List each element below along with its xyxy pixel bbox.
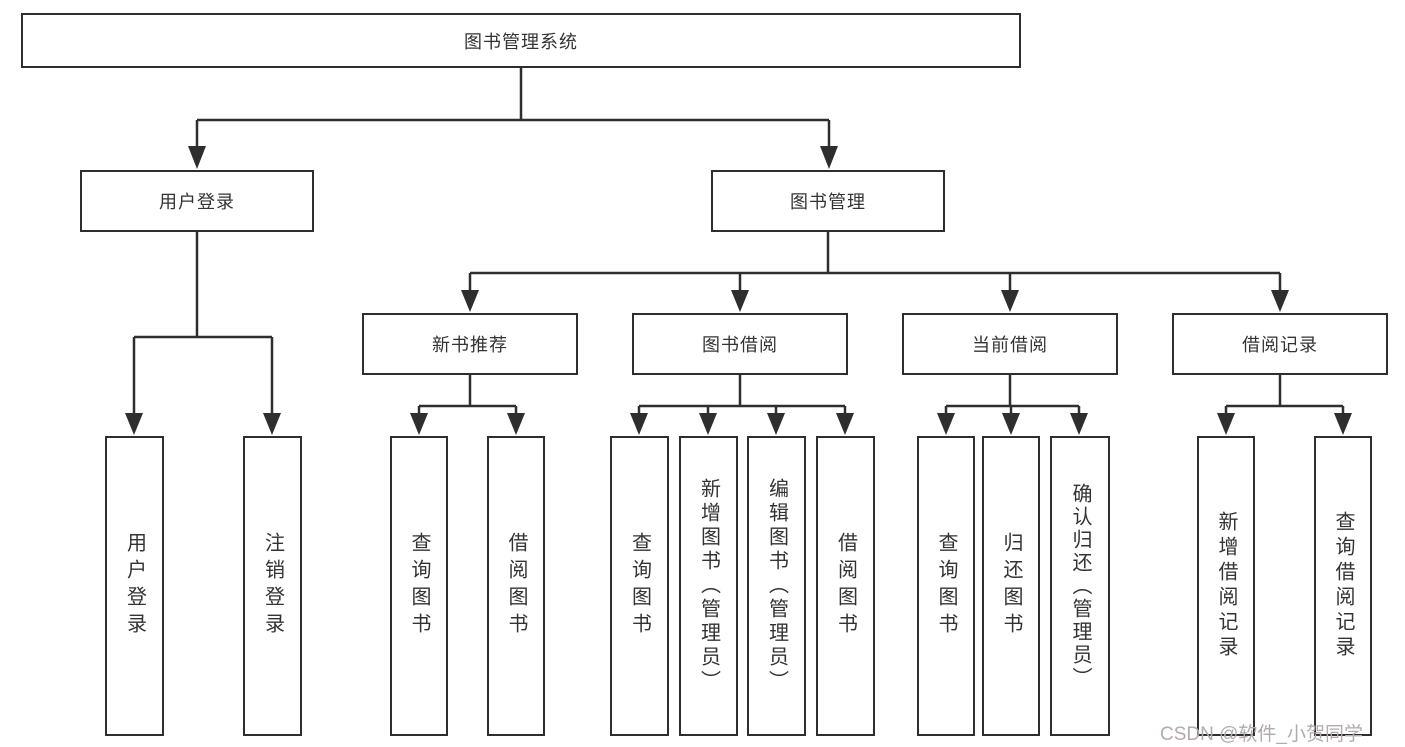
leaf-confirm-return-admin-label: 确认归还（管理员）: [1069, 482, 1091, 690]
leaf-add-book-admin: 新增图书（管理员）: [679, 436, 738, 736]
leaf-query-books-3: 查询图书: [917, 436, 975, 736]
node-borrow-records: 借阅记录: [1172, 313, 1388, 375]
leaf-return-books: 归还图书: [982, 436, 1040, 736]
leaf-query-borrow-record-label: 查询借阅记录: [1332, 511, 1354, 661]
node-user-login: 用户登录: [80, 170, 314, 232]
node-current-borrowing: 当前借阅: [902, 313, 1118, 375]
leaf-confirm-return-admin: 确认归还（管理员）: [1050, 436, 1110, 736]
node-user-login-label: 用户登录: [159, 192, 235, 212]
leaf-query-books-3-label: 查询图书: [935, 532, 957, 640]
leaf-edit-book-admin: 编辑图书（管理员）: [747, 436, 806, 736]
leaf-edit-book-admin-label: 编辑图书（管理员）: [765, 478, 788, 694]
leaf-borrow-books-2: 借阅图书: [816, 436, 875, 736]
leaf-logout-label: 注销登录: [261, 532, 284, 640]
node-book-borrowing-label: 图书借阅: [702, 335, 778, 355]
watermark-text: CSDN @软件_小贺同学: [1160, 724, 1363, 745]
node-root: 图书管理系统: [21, 13, 1021, 68]
leaf-user-login: 用户登录: [105, 436, 164, 736]
node-book-management-label: 图书管理: [790, 192, 866, 212]
leaf-borrow-books-1-label: 借阅图书: [505, 532, 527, 640]
node-new-book-recommend-label: 新书推荐: [432, 335, 508, 355]
node-book-management: 图书管理: [711, 170, 945, 232]
leaf-add-book-admin-label: 新增图书（管理员）: [697, 478, 720, 694]
node-new-book-recommend: 新书推荐: [362, 313, 578, 375]
node-borrow-records-label: 借阅记录: [1242, 335, 1318, 355]
leaf-borrow-books-1: 借阅图书: [487, 436, 545, 736]
leaf-add-borrow-record: 新增借阅记录: [1197, 436, 1255, 736]
leaf-return-books-label: 归还图书: [1000, 532, 1022, 640]
leaf-query-borrow-record: 查询借阅记录: [1314, 436, 1372, 736]
leaf-logout: 注销登录: [243, 436, 302, 736]
leaf-user-login-label: 用户登录: [123, 532, 146, 640]
node-book-borrowing: 图书借阅: [632, 313, 848, 375]
leaf-query-books-1-label: 查询图书: [408, 532, 430, 640]
node-root-label: 图书管理系统: [464, 31, 578, 52]
leaf-query-books-2-label: 查询图书: [628, 532, 651, 640]
leaf-borrow-books-2-label: 借阅图书: [834, 532, 857, 640]
leaf-add-borrow-record-label: 新增借阅记录: [1215, 511, 1237, 661]
node-current-borrowing-label: 当前借阅: [972, 335, 1048, 355]
leaf-query-books-2: 查询图书: [610, 436, 669, 736]
leaf-query-books-1: 查询图书: [390, 436, 448, 736]
